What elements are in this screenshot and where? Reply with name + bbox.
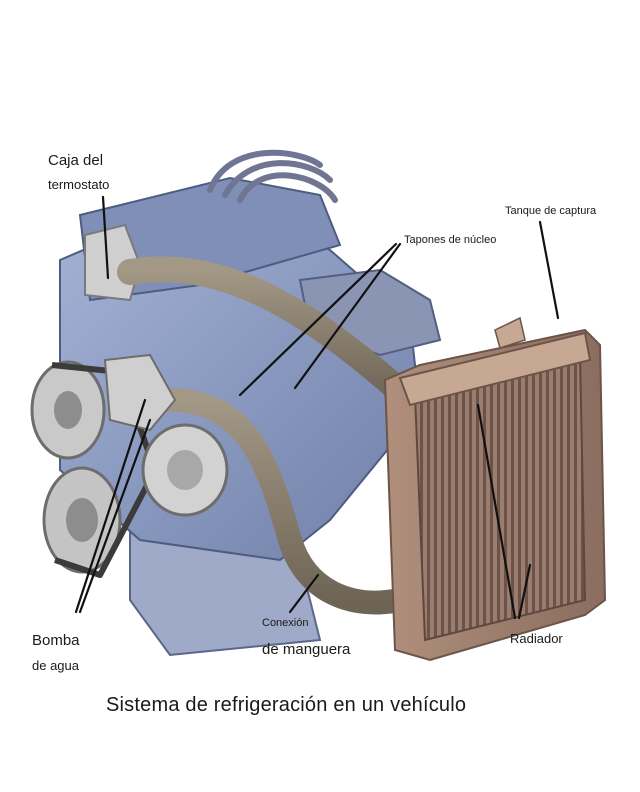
thermostat-label-line2: termostato [48, 177, 110, 192]
diagram-caption: Sistema de refrigeración en un vehículo [106, 694, 467, 716]
leader-capture-tank [538, 220, 560, 320]
leader-thermostat [101, 195, 110, 280]
leader-radiator-2 [517, 563, 532, 620]
leader-core-plug-2 [293, 242, 402, 390]
upper-hose [117, 256, 423, 413]
hose-connection-label-line2: de manguera [262, 641, 351, 658]
water-pump [103, 353, 177, 432]
hose-connection-label-line1: Conexión [262, 617, 309, 629]
water-pump-label-line2: de agua [32, 658, 79, 673]
overflow-tank-tab [494, 316, 526, 349]
leader-water-pump-2 [78, 418, 152, 614]
leader-core-plug-1 [238, 242, 398, 397]
water-pump-label-line1: Bomba [32, 632, 80, 649]
radiator-label: Radiador [510, 631, 563, 646]
lower-hose [158, 388, 412, 615]
leader-lines [74, 195, 560, 620]
core-plugs-label: Tapones de núcleo [404, 234, 497, 246]
intake-pipes [207, 149, 338, 203]
leader-water-pump-1 [74, 398, 147, 614]
capture-tank-label: Tanque de captura [505, 205, 597, 217]
thermostat-label-line1: Caja del [48, 152, 104, 169]
leader-hose [288, 573, 320, 614]
leader-radiator-1 [476, 403, 517, 620]
radiator-top-tank [398, 331, 592, 407]
